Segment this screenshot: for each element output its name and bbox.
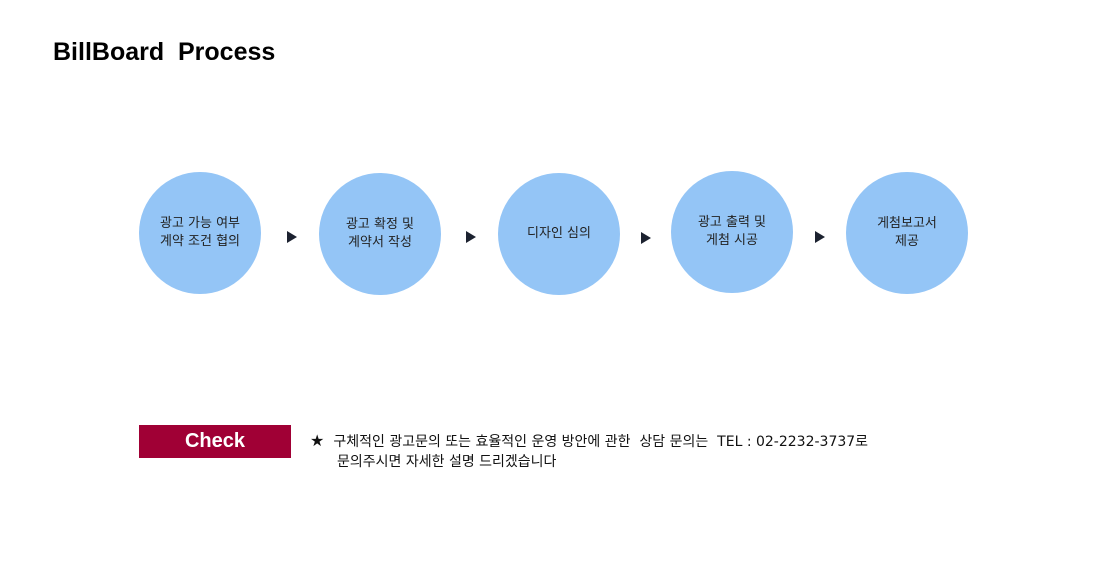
process-step-4-line1: 광고 출력 및 bbox=[697, 215, 767, 230]
process-step-3: 디자인 심의 bbox=[498, 173, 620, 295]
process-step-2-label: 광고 확정 및 계약서 작성 bbox=[325, 216, 435, 252]
contact-notice: ★ 구체적인 광고문의 또는 효율적인 운영 방안에 관한 상담 문의는 TEL … bbox=[310, 431, 1070, 472]
process-step-1-label: 광고 가능 여부 계약 조건 협의 bbox=[145, 215, 255, 251]
process-step-4: 광고 출력 및 게첨 시공 bbox=[671, 171, 793, 293]
page-title: BillBoard Process bbox=[53, 38, 276, 66]
check-badge: Check bbox=[139, 425, 291, 458]
process-step-2-line2: 계약서 작성 bbox=[348, 235, 412, 250]
process-step-5-line2: 제공 bbox=[895, 234, 919, 249]
process-step-5: 게첨보고서 제공 bbox=[846, 172, 968, 294]
process-step-4-label: 광고 출력 및 게첨 시공 bbox=[677, 214, 787, 250]
process-step-2: 광고 확정 및 계약서 작성 bbox=[319, 173, 441, 295]
process-step-3-line1: 디자인 심의 bbox=[527, 226, 591, 241]
process-step-3-label: 디자인 심의 bbox=[504, 225, 614, 243]
star-icon: ★ bbox=[310, 431, 325, 450]
process-step-2-line1: 광고 확정 및 bbox=[345, 217, 415, 232]
process-step-5-line1: 게첨보고서 bbox=[877, 216, 937, 231]
process-step-1: 광고 가능 여부 계약 조건 협의 bbox=[139, 172, 261, 294]
notice-line-1: ★ 구체적인 광고문의 또는 효율적인 운영 방안에 관한 상담 문의는 TEL … bbox=[310, 431, 1070, 452]
check-label: Check bbox=[184, 430, 246, 452]
process-step-1-line2: 계약 조건 협의 bbox=[159, 234, 241, 249]
triangle-right-icon bbox=[466, 231, 476, 243]
triangle-right-icon bbox=[287, 231, 297, 243]
process-step-5-label: 게첨보고서 제공 bbox=[852, 215, 962, 251]
notice-text-1: 구체적인 광고문의 또는 효율적인 운영 방안에 관한 상담 문의는 TEL :… bbox=[333, 434, 869, 450]
triangle-right-icon bbox=[815, 231, 825, 243]
notice-text-2: 문의주시면 자세한 설명 드리겠습니다 bbox=[337, 454, 557, 470]
process-step-4-line2: 게첨 시공 bbox=[706, 233, 758, 248]
process-step-1-line1: 광고 가능 여부 bbox=[159, 216, 241, 231]
triangle-right-icon bbox=[641, 232, 651, 244]
